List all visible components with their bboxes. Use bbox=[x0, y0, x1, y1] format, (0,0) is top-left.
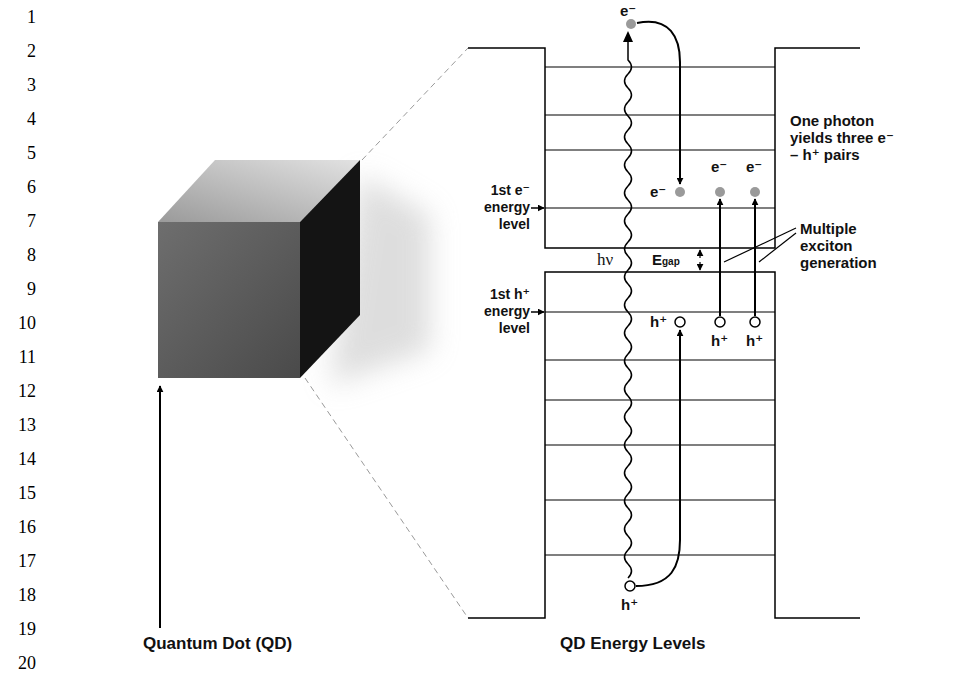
cube-front bbox=[158, 222, 300, 378]
leader-line bbox=[724, 228, 796, 262]
energy-level bbox=[545, 554, 775, 555]
hole-circle bbox=[715, 317, 725, 327]
line-number: 7 bbox=[0, 211, 36, 231]
line-number: 14 bbox=[0, 449, 36, 469]
relaxation-arrow bbox=[636, 330, 680, 586]
line-number: 6 bbox=[0, 177, 36, 197]
excitation-arrow bbox=[719, 199, 721, 316]
line-number: 11 bbox=[0, 347, 36, 367]
zoom-line bbox=[305, 378, 468, 618]
electron-dot bbox=[715, 187, 725, 197]
line-number: 4 bbox=[0, 109, 36, 129]
particle-label: h⁺ bbox=[746, 332, 763, 350]
gap-arrow bbox=[699, 250, 700, 258]
particle-label: h⁺ bbox=[621, 596, 638, 614]
energy-level bbox=[545, 114, 775, 115]
leader-line bbox=[759, 233, 796, 262]
line-number: 8 bbox=[0, 245, 36, 265]
level-label: 1st h⁺ energy level bbox=[466, 286, 530, 337]
energy-level bbox=[545, 311, 775, 312]
line-number: 1 bbox=[0, 7, 36, 27]
line-number: 9 bbox=[0, 279, 36, 299]
energy-level bbox=[545, 444, 775, 445]
gap-label: Egap bbox=[652, 251, 680, 271]
particle-label: e⁻ bbox=[746, 158, 762, 176]
line-number: 19 bbox=[0, 619, 36, 639]
line-number: 18 bbox=[0, 585, 36, 605]
arrow-head bbox=[623, 31, 633, 42]
electron-dot bbox=[750, 187, 760, 197]
pointer-arrow bbox=[159, 386, 161, 628]
line-number: 12 bbox=[0, 381, 36, 401]
energy-level bbox=[545, 399, 775, 400]
line-number: 17 bbox=[0, 551, 36, 571]
hole-circle bbox=[750, 317, 760, 327]
line-number: 13 bbox=[0, 415, 36, 435]
cube-side bbox=[300, 160, 360, 378]
line-number: 2 bbox=[0, 41, 36, 61]
particle-label: h⁺ bbox=[711, 332, 728, 350]
level-pointer bbox=[531, 207, 544, 209]
caption-label: Quantum Dot (QD) bbox=[143, 634, 292, 654]
energy-level bbox=[545, 149, 775, 150]
annotation: Multiple exciton generation bbox=[800, 220, 892, 271]
energy-level bbox=[545, 359, 775, 360]
photon-label: hν bbox=[597, 251, 613, 269]
level-label: 1st e⁻ energy level bbox=[466, 182, 530, 233]
level-pointer bbox=[531, 311, 544, 313]
particle-label: e⁻ bbox=[620, 2, 636, 20]
particle-label: e⁻ bbox=[650, 183, 666, 201]
line-number: 10 bbox=[0, 313, 36, 333]
hole-circle bbox=[625, 581, 635, 591]
energy-level bbox=[545, 66, 775, 67]
line-number: 15 bbox=[0, 483, 36, 503]
line-number: 5 bbox=[0, 143, 36, 163]
line-number: 16 bbox=[0, 517, 36, 537]
excitation-arrow bbox=[754, 199, 756, 316]
line-number: 3 bbox=[0, 75, 36, 95]
gap-arrow bbox=[699, 262, 700, 270]
annotation: One photon yields three e⁻ – h⁺ pairs bbox=[790, 112, 898, 163]
line-number: 20 bbox=[0, 653, 36, 673]
zoom-line bbox=[362, 48, 468, 160]
electron-dot bbox=[626, 19, 636, 29]
photon-wave bbox=[625, 40, 632, 578]
particle-label: e⁻ bbox=[711, 158, 727, 176]
hole-circle bbox=[675, 317, 685, 327]
energy-level bbox=[545, 207, 775, 208]
electron-dot bbox=[675, 187, 685, 197]
particle-label: h⁺ bbox=[650, 313, 667, 331]
energy-level bbox=[545, 499, 775, 500]
caption-label: QD Energy Levels bbox=[560, 634, 706, 654]
relaxation-arrow bbox=[637, 22, 680, 184]
